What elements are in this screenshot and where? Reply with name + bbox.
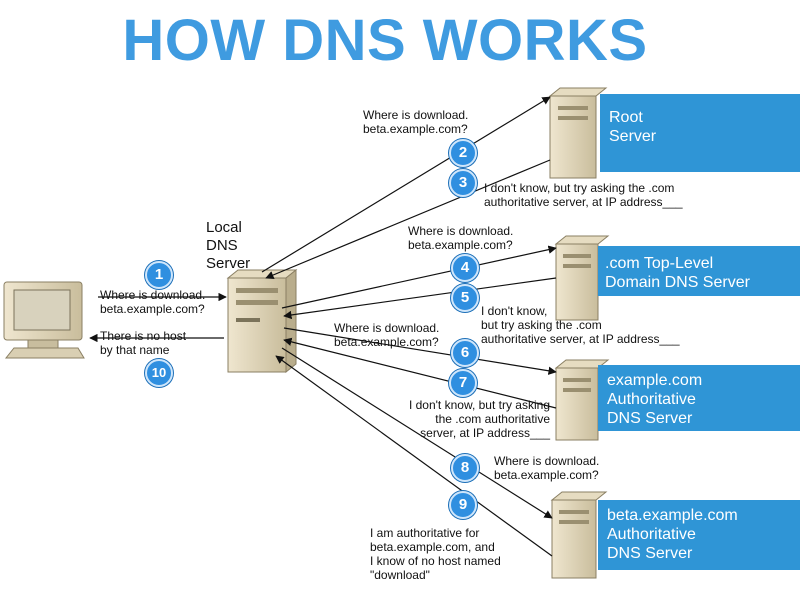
arrow-5 [283,277,557,320]
message-1: Where is download. beta.example.com? [100,288,206,316]
message-3: I don't know, but try asking the .com au… [484,181,683,209]
arrow-6 [283,327,557,375]
root-server-label: Root Server [600,94,800,172]
step-badge-4: 4 [451,254,479,282]
message-2: Where is download. beta.example.com? [363,108,469,136]
beta-server-label: beta.example.com Authoritative DNS Serve… [598,500,800,570]
flow-arrows [89,96,557,557]
arrow-3 [265,159,551,279]
arrow-9 [275,355,553,557]
arrow-8 [281,347,553,519]
step-badge-1: 1 [145,261,173,289]
local-dns-server-icon [226,268,298,374]
message-6: Where is download. beta.example.com? [334,321,440,349]
message-10: There is no host by that name [100,329,187,357]
arrow-2 [261,96,551,273]
arrow-7 [283,337,557,409]
page-title: HOW DNS WORKS [122,8,648,73]
step-badge-6: 6 [451,339,479,367]
step-badge-3: 3 [449,169,477,197]
step-badge-8: 8 [451,454,479,482]
arrow-4 [281,245,557,309]
step-badge-7: 7 [449,369,477,397]
message-5: I don't know, but try asking the .com au… [481,304,680,346]
message-9: I am authoritative for beta.example.com,… [370,526,501,582]
message-7: I don't know, but try asking the .com au… [408,398,550,440]
step-badge-10: 10 [145,359,173,387]
step-badge-2: 2 [449,139,477,167]
example-server-icon [554,359,610,441]
tld-server-icon [554,235,610,321]
message-8: Where is download. beta.example.com? [494,454,600,482]
message-4: Where is download. beta.example.com? [408,224,514,252]
example-server-label: example.com Authoritative DNS Server [598,365,800,431]
root-server-icon [548,87,608,179]
client-computer-icon [3,281,85,359]
beta-server-icon [550,491,608,579]
step-badge-5: 5 [451,284,479,312]
local-dns-server-label: Local DNS Server [206,219,251,272]
step-badge-9: 9 [449,491,477,519]
tld-server-label: .com Top-Level Domain DNS Server [598,246,800,296]
